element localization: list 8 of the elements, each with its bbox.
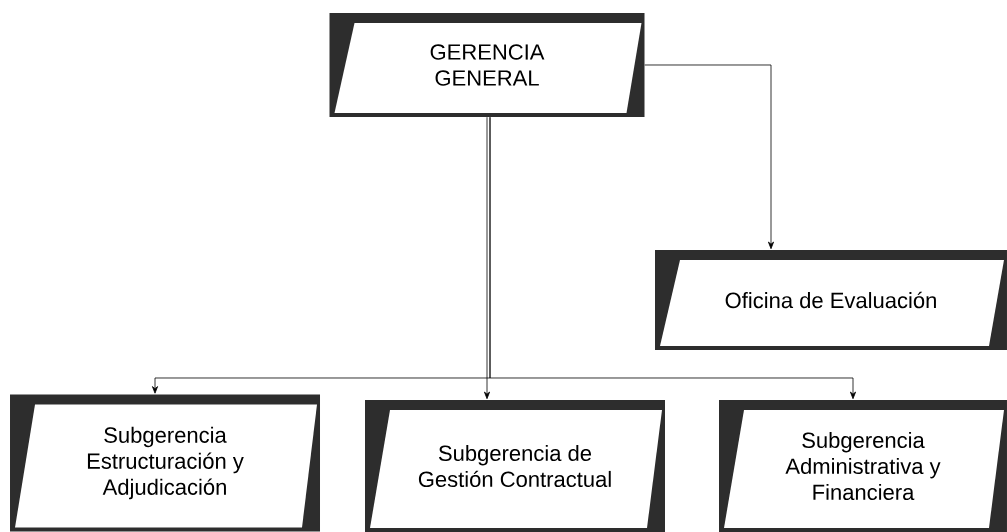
org-box: Subgerencia Estructuración y Adjudicación [10,394,320,532]
org-box: Subgerencia de Gestión Contractual [365,400,665,532]
arrow [644,64,774,250]
org-box: GERENCIA GENERAL [329,13,645,117]
org-box: Oficina de Evaluación [655,250,1007,350]
arrow [489,116,856,400]
org-box: Subgerencia Administrativa y Financiera [719,400,1007,532]
arrow [484,116,490,400]
